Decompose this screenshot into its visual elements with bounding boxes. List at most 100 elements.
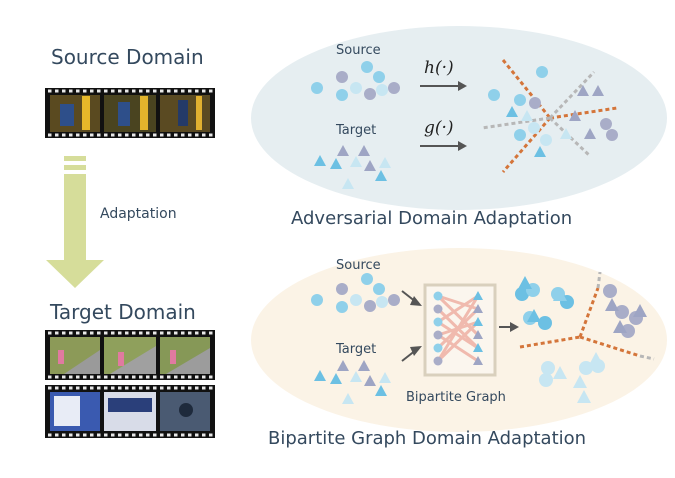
film-hole xyxy=(62,331,66,335)
graph-target-node xyxy=(473,304,483,313)
adversarial-target-label: Target xyxy=(336,123,377,138)
film-hole xyxy=(132,386,136,390)
film-hole xyxy=(195,433,199,437)
film-hole xyxy=(118,375,122,379)
film-hole xyxy=(125,433,129,437)
bipartite-graph-label: Bipartite Graph xyxy=(406,390,506,405)
film-hole xyxy=(97,331,101,335)
adaptation-label: Adaptation xyxy=(100,206,177,222)
graph-edge xyxy=(436,295,480,362)
film-hole xyxy=(188,386,192,390)
film-hole xyxy=(55,133,59,137)
film-hole xyxy=(188,375,192,379)
bipartite-title: Bipartite Graph Domain Adaptation xyxy=(268,428,587,449)
film-hole xyxy=(118,433,122,437)
film-hole xyxy=(139,133,143,137)
graph-target-node xyxy=(473,356,483,365)
film-hole xyxy=(76,375,80,379)
film-hole xyxy=(181,133,185,137)
film-hole xyxy=(97,433,101,437)
film-hole xyxy=(132,331,136,335)
film-hole xyxy=(139,375,143,379)
film-hole xyxy=(181,89,185,93)
graph-source-node xyxy=(433,304,443,314)
film-hole xyxy=(55,331,59,335)
film-hole xyxy=(69,375,73,379)
film-hole xyxy=(104,386,108,390)
film-hole xyxy=(188,133,192,137)
film-hole xyxy=(48,331,52,335)
film-hole xyxy=(181,375,185,379)
film-hole xyxy=(209,331,213,335)
film-hole xyxy=(76,433,80,437)
film-hole xyxy=(139,89,143,93)
film-hole xyxy=(146,375,150,379)
film-hole xyxy=(146,433,150,437)
film-hole xyxy=(167,386,171,390)
graph-to-output-arrow xyxy=(499,322,519,332)
film-hole xyxy=(48,375,52,379)
film-hole xyxy=(62,386,66,390)
graph-target-node xyxy=(473,343,483,352)
film-hole xyxy=(153,133,157,137)
film-hole xyxy=(160,433,164,437)
target-film-strip-1 xyxy=(45,330,215,380)
film-hole xyxy=(62,133,66,137)
film-hole xyxy=(188,433,192,437)
film-hole xyxy=(125,386,129,390)
film-hole xyxy=(160,133,164,137)
bipartite-source-points xyxy=(311,273,400,313)
film-hole xyxy=(174,433,178,437)
graph-edge xyxy=(437,333,479,363)
film-hole xyxy=(125,331,129,335)
film-hole xyxy=(104,331,108,335)
g-function-label: g(·) xyxy=(424,118,454,138)
film-hole xyxy=(132,133,136,137)
film-hole xyxy=(195,386,199,390)
film-hole xyxy=(125,89,129,93)
film-hole xyxy=(167,331,171,335)
source-domain-label: Source Domain xyxy=(51,45,204,69)
film-hole xyxy=(167,375,171,379)
film-hole xyxy=(55,375,59,379)
bipartite-target-label: Target xyxy=(336,342,377,357)
film-hole xyxy=(202,89,206,93)
film-hole xyxy=(83,375,87,379)
film-hole xyxy=(153,375,157,379)
film-hole xyxy=(209,133,213,137)
film-hole xyxy=(83,133,87,137)
film-hole xyxy=(139,433,143,437)
adversarial-source-label: Source xyxy=(336,43,381,58)
film-hole xyxy=(48,386,52,390)
film-hole xyxy=(146,386,150,390)
film-hole xyxy=(69,331,73,335)
graph-source-node xyxy=(433,291,443,301)
film-hole xyxy=(209,89,213,93)
film-hole xyxy=(174,133,178,137)
h-function-label: h(·) xyxy=(424,58,454,78)
film-hole xyxy=(146,331,150,335)
graph-edge xyxy=(437,320,479,350)
film-hole xyxy=(146,89,150,93)
film-hole xyxy=(174,89,178,93)
film-hole xyxy=(90,375,94,379)
film-hole xyxy=(181,331,185,335)
film-hole xyxy=(76,386,80,390)
film-hole xyxy=(195,331,199,335)
source-to-graph-arrow xyxy=(401,290,422,306)
film-hole xyxy=(202,375,206,379)
graph-target-node xyxy=(473,317,483,326)
film-hole xyxy=(97,89,101,93)
film-hole xyxy=(62,89,66,93)
film-hole xyxy=(76,89,80,93)
film-hole xyxy=(153,89,157,93)
film-hole xyxy=(146,133,150,137)
film-hole xyxy=(97,386,101,390)
adversarial-source-points xyxy=(311,61,400,101)
film-hole xyxy=(104,133,108,137)
film-hole xyxy=(83,331,87,335)
film-hole xyxy=(153,433,157,437)
film-hole xyxy=(132,433,136,437)
film-hole xyxy=(195,375,199,379)
